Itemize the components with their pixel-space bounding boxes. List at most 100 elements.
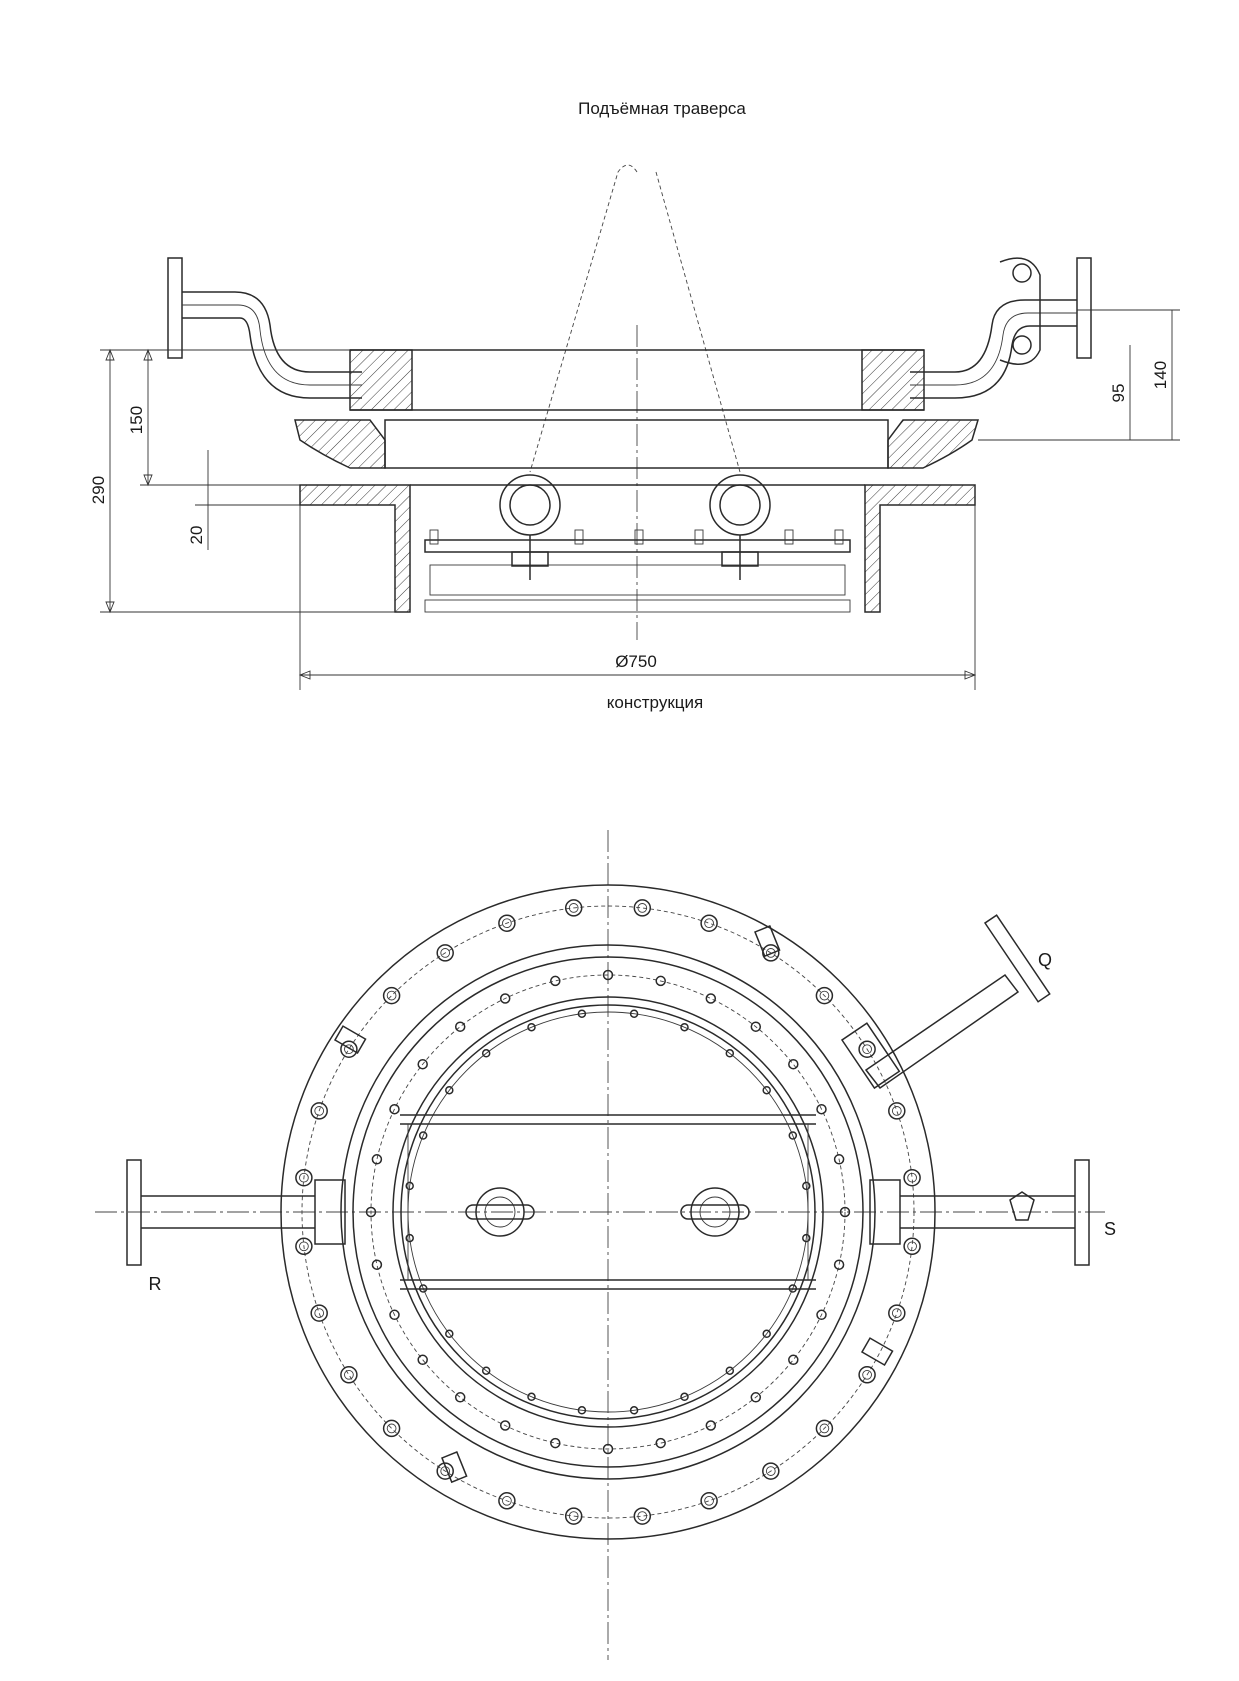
outer-bolt	[498, 1492, 516, 1510]
opening-bolt	[405, 1181, 414, 1191]
outer-bolt	[888, 1102, 906, 1120]
right-pipe	[910, 257, 1092, 399]
dim-150: 150	[127, 406, 146, 434]
outer-bolt	[295, 1237, 313, 1256]
outer-bolt-inner	[862, 1369, 872, 1380]
nozzle-q-label: Q	[1038, 950, 1052, 970]
inner-bolt	[655, 1437, 666, 1449]
outer-bolt	[310, 1102, 328, 1120]
outer-bolt	[295, 1168, 313, 1187]
outer-bolt	[382, 1419, 401, 1438]
inner-bolt	[371, 1154, 383, 1165]
inner-bolt	[365, 1206, 377, 1218]
ring-flange	[294, 419, 980, 469]
top-plate	[349, 349, 925, 411]
inner-bolt	[788, 1058, 799, 1070]
outer-bolt	[340, 1366, 358, 1384]
outer-bolt-inner	[568, 1511, 579, 1521]
base-flange	[299, 484, 976, 613]
outer-bolt	[903, 1168, 921, 1187]
outer-bolts	[295, 899, 921, 1525]
outer-bolt-inner	[502, 918, 512, 929]
opening-bolt	[802, 1181, 811, 1191]
outer-bolt-inner	[765, 948, 776, 958]
opening-edge	[400, 1004, 816, 1420]
dim-140: 140	[1151, 361, 1170, 389]
outer-bolt-inner	[568, 903, 579, 913]
outer-bolt-inner	[637, 903, 648, 913]
outer-bolt-inner	[299, 1172, 309, 1183]
cross-beams	[400, 1114, 816, 1290]
dimension-lines	[100, 309, 1180, 690]
nozzle-s	[869, 1159, 1090, 1266]
opening-bolt	[788, 1131, 798, 1140]
inner-bolt	[389, 1309, 400, 1321]
inner-bolt	[499, 1420, 511, 1431]
opening-bolt	[481, 1366, 491, 1375]
construction-label: конструкция	[607, 693, 703, 712]
outer-bolt-inner	[907, 1241, 917, 1252]
inner-bolt	[550, 975, 561, 987]
inner-bolt	[499, 993, 511, 1004]
inner-bolt	[602, 969, 614, 981]
inner-bolts	[365, 969, 851, 1455]
opening-bolt	[629, 1009, 639, 1018]
opening-bolt	[725, 1049, 735, 1058]
opening-bolt	[481, 1049, 491, 1058]
outer-bolt	[888, 1304, 906, 1322]
inner-bolt	[655, 975, 666, 987]
outer-bolt-inner	[891, 1308, 902, 1318]
outer-bolt-inner	[704, 918, 714, 929]
inner-bolt	[371, 1259, 383, 1270]
inner-ring-inner	[392, 996, 824, 1428]
inner-bolt	[839, 1206, 851, 1218]
inner-bolt	[417, 1058, 428, 1070]
outer-bolt	[310, 1304, 328, 1322]
opening-bolt	[445, 1085, 454, 1095]
opening-bolt	[802, 1233, 811, 1243]
flange-tabs	[333, 925, 894, 1484]
bolt-circle-outer	[301, 905, 915, 1519]
inner-bolt	[550, 1437, 561, 1449]
lifting-lug-left	[465, 1187, 535, 1237]
outer-bolt-inner	[765, 1466, 776, 1476]
inner-bolt	[705, 993, 717, 1004]
opening-bolt	[762, 1085, 771, 1095]
lifting-lug-right	[680, 1187, 750, 1237]
nozzle-s-label: S	[1104, 1219, 1116, 1239]
opening-bolt	[445, 1329, 454, 1339]
outer-bolt	[340, 1040, 358, 1058]
inner-bolt	[454, 1392, 466, 1403]
outer-bolt-inner	[907, 1172, 917, 1183]
outer-bolt	[903, 1237, 921, 1256]
opening-bolt	[680, 1392, 689, 1402]
inner-bolt	[750, 1021, 762, 1032]
outer-bolt-inner	[819, 990, 830, 1001]
inner-bolt	[816, 1103, 827, 1115]
opening-bolt	[577, 1009, 587, 1018]
outer-flange-inner-edge	[340, 944, 876, 1480]
outer-bolt	[436, 944, 454, 962]
dim-20: 20	[187, 526, 206, 545]
plan-view: R S Q	[95, 830, 1116, 1660]
eye-bolt-left	[499, 474, 561, 580]
dim-290: 290	[89, 476, 108, 504]
outer-bolt	[633, 1507, 652, 1525]
inner-bolt	[389, 1103, 400, 1115]
left-pipe	[167, 257, 362, 399]
outer-bolt	[815, 1419, 834, 1438]
outer-bolt-inner	[704, 1495, 714, 1506]
nozzle-r-label: R	[149, 1274, 162, 1294]
outer-bolt	[815, 986, 834, 1005]
opening-bolt	[418, 1131, 428, 1140]
inner-bolt	[417, 1354, 428, 1366]
outer-bolt	[564, 899, 583, 917]
dim-95: 95	[1109, 384, 1128, 403]
outer-flange-ring	[280, 884, 936, 1540]
eye-bolt-right	[709, 474, 771, 580]
opening-bolt	[680, 1022, 689, 1032]
opening-bolt	[725, 1366, 735, 1375]
outer-bolt-inner	[344, 1369, 354, 1380]
bolt-circle-inner	[370, 974, 846, 1450]
